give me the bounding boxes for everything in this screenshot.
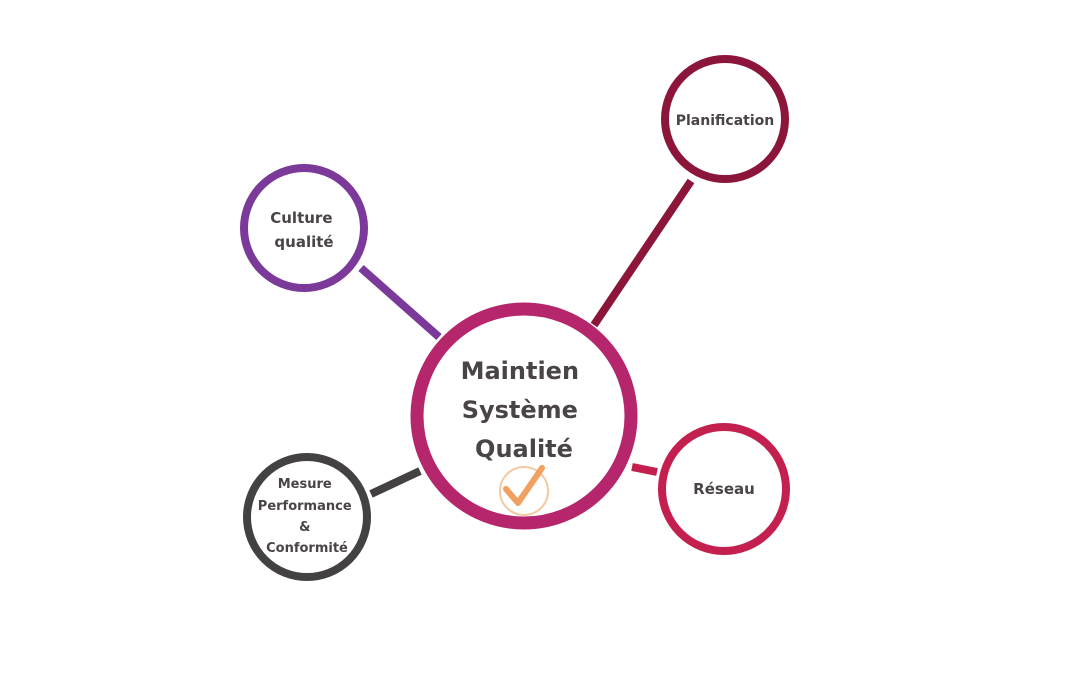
node-planification-circle [661, 55, 789, 183]
connector-planification [590, 178, 695, 328]
node-mesure-circle [243, 453, 371, 581]
node-culture-label: Culture qualité [270, 209, 337, 251]
node-reseau-label: Réseau [693, 480, 755, 498]
connector-culture [358, 265, 442, 340]
node-planification-label: Planification [676, 113, 774, 129]
center-node-label: Maintien Système Qualité [461, 357, 588, 463]
checkmark-icon [499, 465, 549, 516]
center-line-1: Maintien [461, 357, 579, 385]
node-mesure-label: Mesure Performance & Conformité [258, 477, 356, 556]
connector-reseau [631, 463, 658, 476]
center-node-circle [410, 302, 638, 530]
node-reseau-circle [658, 423, 790, 555]
center-line-2: Système [462, 396, 578, 424]
center-line-3: Qualité [475, 435, 573, 463]
connector-mesure [369, 467, 422, 498]
node-culture-circle [240, 164, 368, 292]
